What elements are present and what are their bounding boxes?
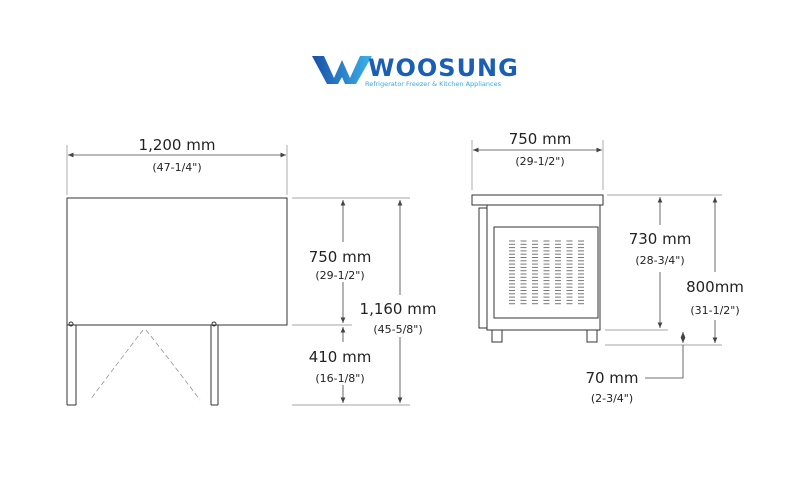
door-edge <box>478 207 488 329</box>
brand-logo: WOOSUNG Refrigerator Freezer & Kitchen A… <box>312 54 519 88</box>
depth-inch: (29-1/2") <box>515 155 564 168</box>
countertop <box>471 194 604 206</box>
logo-w-mark <box>312 56 372 84</box>
foot-front <box>491 329 503 343</box>
vent-grille <box>493 226 599 319</box>
vent-slots <box>509 240 584 305</box>
width-mm: 1,200 mm <box>139 136 216 154</box>
door-swing-left <box>89 329 144 401</box>
total-height-mm: 1,160 mm <box>360 300 437 318</box>
total-height-inch: (45-5/8") <box>373 323 422 336</box>
side-view: 750 mm (29-1/2") 730 mm (28-3/4") 800mm … <box>471 130 744 405</box>
leg-height-inch: (2-3/4") <box>591 392 633 405</box>
width-inch: (47-1/4") <box>152 161 201 174</box>
foot-back <box>586 329 598 343</box>
top-height-inch: (29-1/2") <box>315 269 364 282</box>
body-height-inch: (28-3/4") <box>635 254 684 267</box>
lower-height-inch: (16-1/8") <box>315 372 364 385</box>
body-height-mm: 730 mm <box>629 230 692 248</box>
side-total-height-mm: 800mm <box>686 278 744 296</box>
cabinet-top <box>66 197 288 326</box>
top-height-mm: 750 mm <box>309 248 372 266</box>
brand-name: WOOSUNG <box>368 54 519 82</box>
brand-tagline: Refrigerator Freezer & Kitchen Appliance… <box>365 80 502 88</box>
lower-height-mm: 410 mm <box>309 348 372 366</box>
door-swing-right <box>145 329 201 401</box>
leg-height-mm: 70 mm <box>585 369 638 387</box>
side-total-height-inch: (31-1/2") <box>690 304 739 317</box>
depth-mm: 750 mm <box>509 130 572 148</box>
front-view: 1,200 mm (47-1/4") 750 mm (29-1/2") 1,16… <box>66 136 437 406</box>
